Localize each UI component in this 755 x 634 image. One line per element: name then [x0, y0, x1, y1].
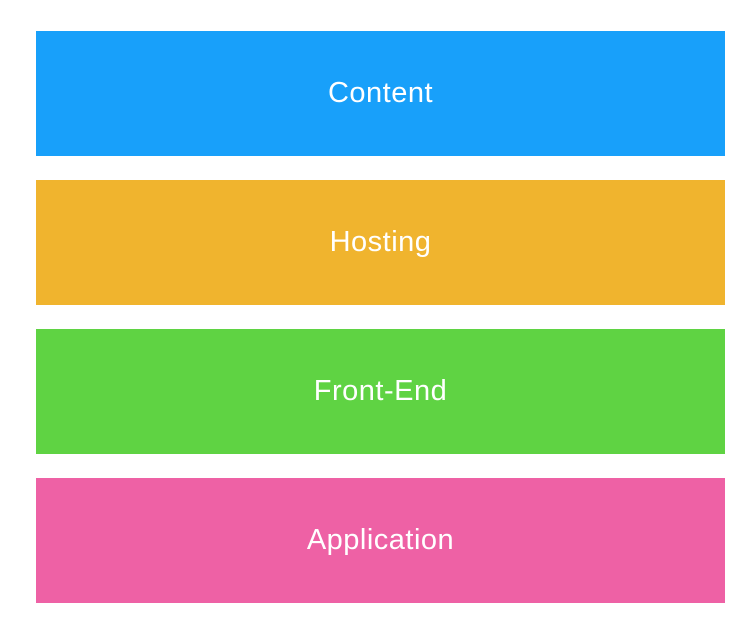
layer-label-application: Application [306, 524, 455, 556]
layer-label-content: Content [327, 77, 434, 109]
layer-label-hosting: Hosting [329, 226, 432, 258]
layer-bar-front-end: Front-End [36, 329, 725, 454]
layer-bar-hosting: Hosting [36, 180, 725, 305]
layer-bar-application: Application [36, 478, 725, 603]
layer-bar-content: Content [36, 31, 725, 156]
layer-label-front-end: Front-End [313, 375, 448, 407]
